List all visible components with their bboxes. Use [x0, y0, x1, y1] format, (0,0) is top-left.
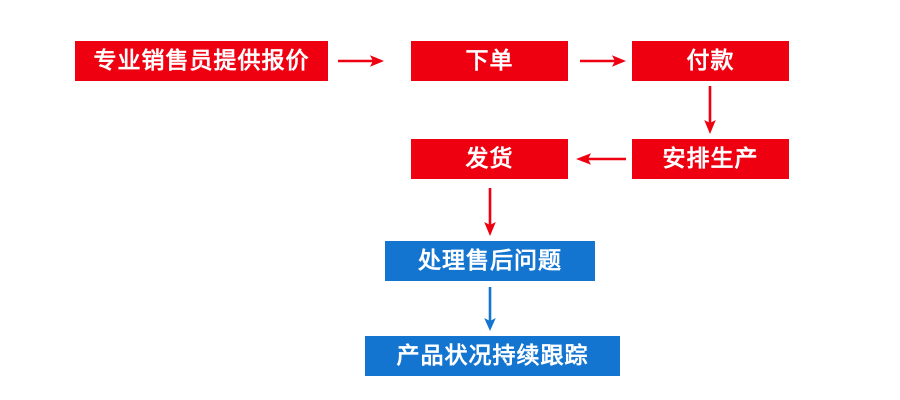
flow-node-shipping[interactable]: 发货 — [411, 139, 568, 179]
flow-node-tracking-label: 产品状况持续跟踪 — [396, 342, 589, 369]
flow-node-aftersales[interactable]: 处理售后问题 — [385, 241, 595, 281]
flow-node-aftersales-label: 处理售后问题 — [418, 247, 562, 274]
flow-node-order-label: 下单 — [465, 47, 514, 74]
flow-node-quote-label: 专业销售员提供报价 — [93, 47, 310, 74]
flow-node-shipping-label: 发货 — [465, 145, 514, 172]
arrow-right-icon-order-to-payment — [580, 55, 626, 67]
arrow-right-icon-quote-to-order — [338, 55, 384, 67]
flow-node-production[interactable]: 安排生产 — [632, 139, 789, 179]
flow-node-tracking[interactable]: 产品状况持续跟踪 — [365, 336, 620, 376]
arrow-down-icon-payment-to-production — [704, 86, 716, 134]
flow-node-quote[interactable]: 专业销售员提供报价 — [75, 41, 328, 81]
flow-node-payment-label: 付款 — [686, 47, 735, 74]
arrow-down-icon-aftersales-to-tracking — [484, 287, 496, 331]
flow-node-production-label: 安排生产 — [662, 145, 759, 172]
arrow-left-icon-production-to-shipping — [576, 153, 626, 165]
flow-node-payment[interactable]: 付款 — [632, 41, 789, 81]
flow-node-order[interactable]: 下单 — [411, 41, 568, 81]
arrow-down-icon-shipping-to-aftersales — [484, 188, 496, 236]
